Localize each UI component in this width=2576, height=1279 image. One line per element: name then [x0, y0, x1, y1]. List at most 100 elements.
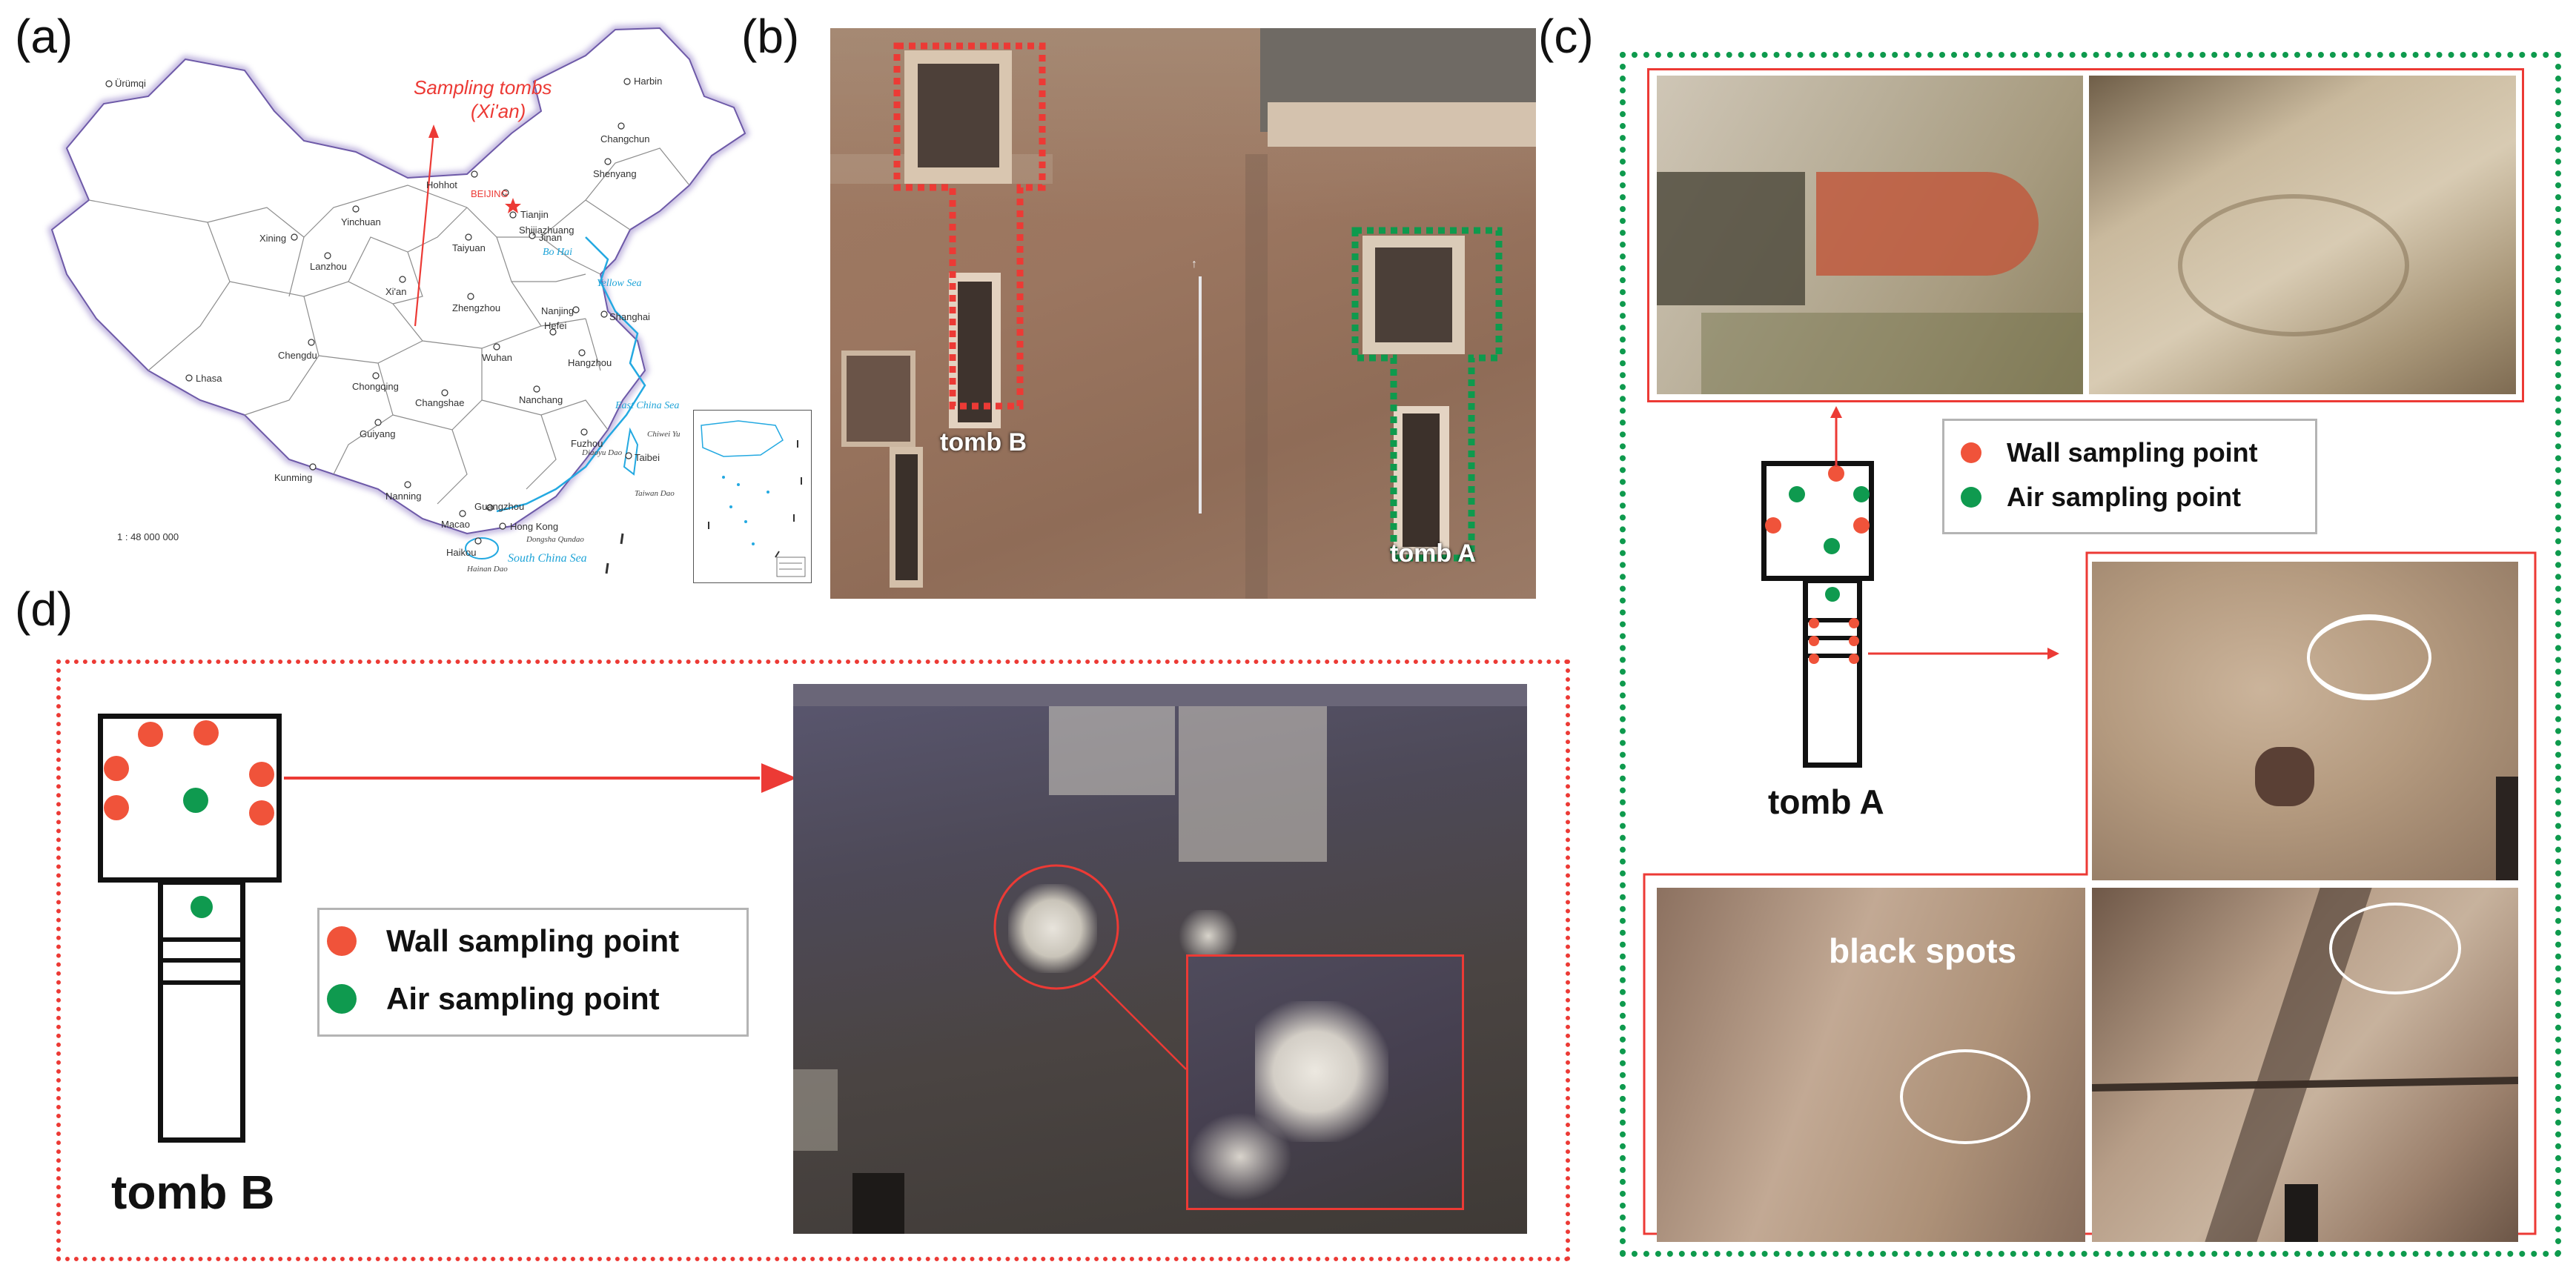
air-sampling-dot — [191, 896, 213, 918]
island-taiwan: Taiwan Dao — [635, 489, 675, 498]
city-shenyang: Shenyang — [593, 168, 637, 179]
city-guiyang: Guiyang — [360, 428, 396, 439]
sea-bohai: Bo Hai — [543, 247, 573, 258]
aerial-trench — [1245, 154, 1268, 599]
wall-top-edge — [793, 684, 1527, 706]
city-jinan: Jinan — [539, 232, 563, 243]
china-map: Sampling tombs (Xi'an) Ürümqi Harbin Cha… — [22, 15, 823, 593]
city-xining: Xining — [259, 233, 287, 244]
air-legend-dot — [327, 984, 357, 1014]
city-chongqing: Chongqing — [352, 381, 399, 392]
sea-yellow: Yellow Sea — [597, 278, 642, 289]
panel-label-b: (b) — [741, 10, 800, 63]
city-nanjing: Nanjing — [541, 305, 575, 316]
air-legend-dot — [1961, 487, 1981, 508]
tomb-a-passage-rung — [1803, 618, 1862, 622]
wall-sampling-dot — [138, 722, 163, 747]
wall-sampling-dot — [249, 800, 274, 825]
wall-sampling-dot — [1809, 654, 1819, 664]
wall-sampling-dot — [104, 756, 129, 781]
sea-eastchina: East China Sea — [615, 400, 680, 411]
black-spots-circle — [1900, 1049, 2030, 1144]
tomb-b-passage-rung — [158, 937, 245, 942]
wall-plaster-patch — [793, 1069, 838, 1151]
wall-opening — [2285, 1184, 2318, 1242]
city-hefei: Hefei — [544, 320, 567, 331]
wall-plaster-patch — [1179, 706, 1327, 862]
city-lanzhou: Lanzhou — [310, 261, 347, 272]
city-haikou: Haikou — [446, 547, 477, 558]
city-hongkong: Hong Kong — [510, 521, 559, 532]
inset-map-drawing — [701, 420, 806, 577]
city-lhasa: Lhasa — [196, 373, 222, 384]
wall-sampling-dot — [1853, 517, 1870, 534]
tomb-a-passage-diagram — [1803, 578, 1862, 768]
panel-d-legend: Wall sampling point Air sampling point — [317, 908, 749, 1037]
island-chiwei: Chiwei Yu — [647, 430, 681, 439]
tomb-b-passage-diagram — [158, 880, 245, 1143]
city-guangzhou: Guangzhou — [474, 501, 525, 512]
legend-air-label: Air sampling point — [2007, 482, 2242, 512]
sea-southchina: South China Sea — [508, 552, 587, 565]
tomb-b-passage-rung — [158, 958, 245, 963]
wall-sampling-dot — [104, 795, 129, 820]
city-zhengzhou: Zhengzhou — [452, 302, 501, 313]
city-shijiazhuang: Shijiazhuang — [519, 225, 575, 236]
city-nanning: Nanning — [385, 491, 422, 502]
city-wuhan: Wuhan — [482, 352, 512, 363]
wall-dark-opening — [852, 1173, 904, 1234]
tomb-b-outline — [893, 42, 1046, 410]
city-beijing: BEIJING — [471, 188, 509, 199]
city-taibei: Taibei — [635, 452, 660, 463]
china-map-outline — [47, 24, 750, 574]
north-arrow-icon: ↑ — [1191, 258, 1197, 270]
island-hainan: Hainan Dao — [467, 565, 508, 574]
panel-label-a: (a) — [15, 10, 73, 63]
map-annotation-line2: (Xi'an) — [471, 100, 526, 122]
aerial-outline-overlay — [893, 42, 1503, 562]
mural-faint-figure — [2178, 194, 2409, 336]
tomb-a-outline — [1351, 227, 1503, 562]
legend-wall-row: Wall sampling point — [327, 923, 679, 959]
island-diaoyu: Diaoyu Dao — [582, 448, 623, 457]
legend-air-row: Air sampling point — [327, 981, 660, 1017]
map-scale: 1 : 48 000 000 — [117, 531, 179, 542]
wall-sampling-dot — [1765, 517, 1781, 534]
south-china-sea-inset — [693, 410, 812, 583]
city-yinchuan: Yinchuan — [341, 216, 381, 227]
tomb-a-bottom-photos-frame — [1643, 551, 2537, 1235]
city-urumqi: Ürümqi — [115, 78, 146, 89]
panel-d-arrow — [284, 763, 797, 793]
wall-sampling-dot — [193, 720, 219, 745]
legend-wall-row: Wall sampling point — [1961, 437, 2258, 468]
city-xian: Xi'an — [385, 286, 407, 297]
wall-sampling-dot — [1828, 465, 1844, 482]
panel-d-frame — [56, 660, 1570, 1261]
air-sampling-dot — [1853, 486, 1870, 502]
aerial-wall-strip — [1268, 102, 1536, 147]
panel-label-c: (c) — [1538, 10, 1594, 63]
wall-crack — [2496, 777, 2518, 880]
tomb-a-chamber — [1375, 248, 1452, 342]
tomb-b-chamber — [918, 64, 999, 167]
zoom-callout — [993, 864, 1187, 1070]
tomb-a-mural-photo-1 — [1657, 76, 2083, 394]
left-pit — [847, 356, 910, 442]
sampling-circle — [2329, 903, 2461, 994]
wall-sampling-dot — [1809, 618, 1819, 628]
aerial-tomb-a-label: tomb A — [1390, 539, 1476, 568]
tomb-a-passage — [1403, 413, 1440, 547]
tomb-a-top-photos-frame — [1647, 68, 2524, 402]
tomb-a-passage-rung — [1803, 654, 1862, 658]
city-chengdu: Chengdu — [278, 350, 317, 361]
city-nanchang: Nanchang — [519, 394, 563, 405]
wall-sampling-dot — [1849, 654, 1859, 664]
white-growth-spot — [1008, 884, 1097, 973]
tomb-a-wall-photo-5 — [2092, 888, 2518, 1242]
tomb-a-wall-photo-4: black spots — [1657, 888, 2085, 1242]
city-macao: Macao — [441, 519, 471, 530]
legend-wall-label: Wall sampling point — [386, 923, 680, 958]
air-sampling-dot — [1824, 538, 1840, 554]
air-sampling-dot — [183, 788, 208, 813]
wall-sampling-dot — [249, 762, 274, 787]
